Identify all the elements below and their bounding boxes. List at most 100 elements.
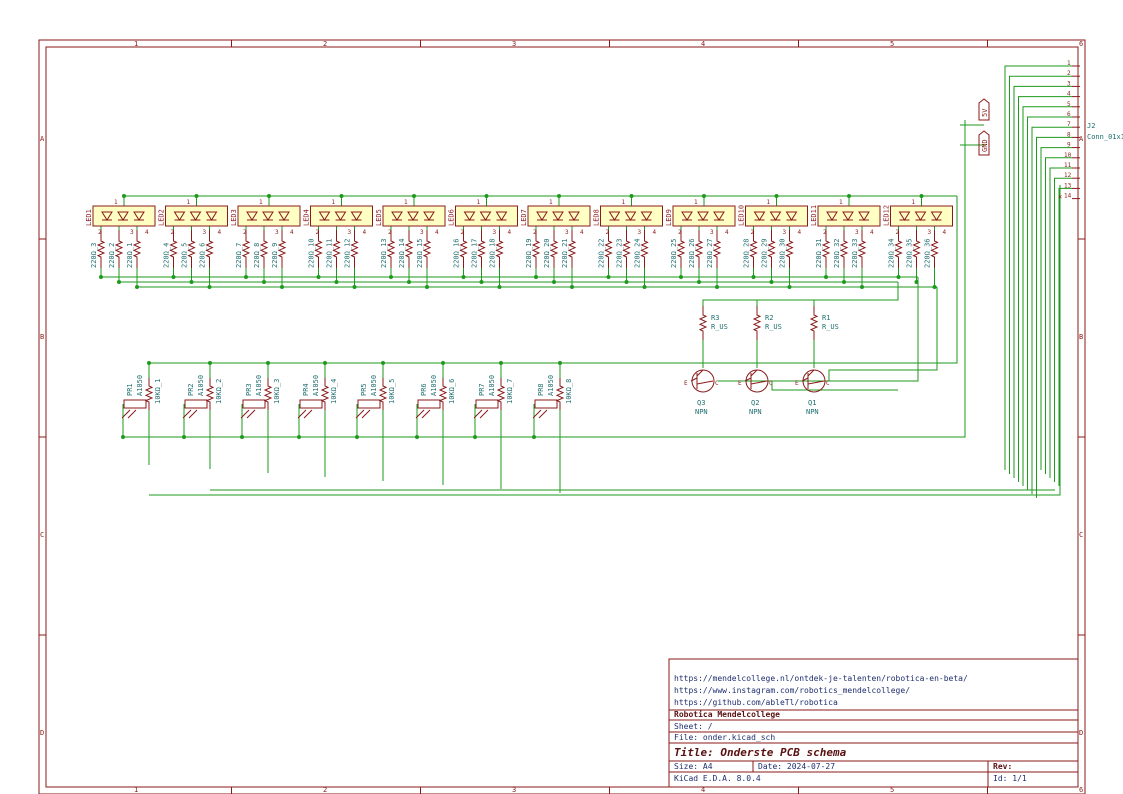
led-resistor[interactable]: 220Ω_35 [906, 230, 921, 268]
led-resistor[interactable]: 220Ω_2 [108, 230, 124, 268]
led-resistor[interactable]: 220Ω_4 [163, 230, 178, 268]
column-marker: 6 [1079, 786, 1083, 794]
led-resistor[interactable]: 220Ω_31 [815, 230, 831, 268]
led-resistor[interactable]: 220Ω_13 [380, 230, 396, 268]
photoresistor-ref: PR6 [420, 383, 428, 396]
led-pin-number: 3 [855, 229, 859, 236]
led-resistor[interactable]: 220Ω_22 [598, 230, 613, 268]
pulldown-resistor[interactable]: 10KΩ_4 [320, 378, 338, 410]
led-resistor[interactable]: 220Ω_30 [779, 230, 794, 268]
led-resistor[interactable]: 220Ω_25 [670, 230, 686, 268]
pulldown-resistor[interactable]: 10KΩ_5 [378, 378, 396, 410]
tb-link-2[interactable]: https://www.instagram.com/robotics_mende… [674, 686, 910, 695]
led-resistor[interactable]: 220Ω_29 [761, 230, 776, 268]
led-resistor[interactable]: 220Ω_14 [398, 230, 414, 268]
resistor-value: 220Ω_24 [634, 238, 642, 268]
led-resistor[interactable]: 220Ω_32 [833, 230, 849, 268]
pin-c: C [715, 380, 719, 387]
led-resistor[interactable]: 220Ω_3 [90, 230, 106, 268]
led-pin-number: 1 [549, 199, 553, 206]
led-resistor[interactable]: 220Ω_6 [199, 230, 214, 268]
led-resistor[interactable]: 220Ω_17 [471, 230, 486, 268]
row-marker: C [40, 531, 44, 539]
led-resistor[interactable]: 220Ω_11 [326, 230, 341, 268]
base-resistor[interactable]: R1R_US [809, 306, 839, 340]
led-resistor[interactable]: 220Ω_10 [308, 230, 323, 268]
led-resistor[interactable]: 220Ω_18 [489, 230, 504, 268]
led-resistor[interactable]: 220Ω_27 [706, 230, 722, 268]
led-resistor[interactable]: 220Ω_33 [851, 230, 867, 268]
led-pin-number: 4 [508, 229, 512, 236]
base-resistor[interactable]: R2R_US [752, 306, 782, 340]
led-resistor[interactable]: 220Ω_15 [416, 230, 432, 268]
led-resistor[interactable]: 220Ω_12 [344, 230, 359, 268]
led-resistor[interactable]: 220Ω_23 [616, 230, 631, 268]
led-resistor[interactable]: 220Ω_19 [525, 230, 541, 268]
led-label: LED11 [810, 205, 818, 226]
diode-icon [608, 211, 621, 221]
led-body [237, 205, 301, 227]
diode-icon [423, 211, 435, 221]
pulldown-resistor[interactable]: 10KΩ_2 [205, 378, 223, 410]
led-resistor[interactable]: 220Ω_24 [634, 230, 649, 268]
led-resistor[interactable]: 220Ω_34 [888, 230, 903, 268]
led-resistor[interactable]: 220Ω_21 [561, 230, 577, 268]
led-resistor[interactable]: 220Ω_1 [126, 230, 142, 268]
diode-icon [769, 211, 782, 221]
led-resistor[interactable]: 220Ω_8 [253, 230, 269, 268]
row-marker: B [1079, 333, 1083, 341]
transistor-value: NPN [749, 408, 762, 416]
led-resistor[interactable]: 220Ω_9 [271, 230, 287, 268]
led-resistor[interactable]: 220Ω_20 [543, 230, 559, 268]
led-pin-number: 2 [751, 229, 755, 236]
pulldown-resistor[interactable]: 10KΩ_1 [144, 378, 162, 410]
pulldown-resistor[interactable]: 10KΩ_3 [263, 378, 281, 410]
led-pin-number: 4 [435, 229, 439, 236]
connector-pin-number: 1 [1067, 60, 1071, 67]
resistor-value: 220Ω_35 [906, 238, 914, 268]
tb-link-1[interactable]: https://mendelcollege.nl/ontdek-je-talen… [674, 674, 968, 683]
led-body [382, 205, 446, 227]
resistor-value: 220Ω_22 [598, 238, 606, 268]
led-resistor[interactable]: 220Ω_5 [181, 230, 196, 268]
led-resistor[interactable]: 220Ω_26 [688, 230, 704, 268]
pulldown-resistor[interactable]: 10KΩ_6 [438, 378, 456, 410]
led-resistor[interactable]: 220Ω_16 [453, 230, 468, 268]
led-resistor[interactable]: 220Ω_28 [743, 230, 758, 268]
pulldown-resistor[interactable]: 10KΩ_8 [555, 378, 573, 410]
column-marker: 2 [323, 40, 327, 48]
photoresistor-value: A1050 [547, 375, 555, 396]
base-resistor[interactable]: R3R_US [698, 306, 728, 340]
led-resistor[interactable]: 220Ω_36 [924, 230, 939, 268]
transistor-ref: Q2 [751, 399, 759, 407]
led-resistor[interactable]: 220Ω_7 [235, 230, 251, 268]
led-pin-number: 2 [896, 229, 900, 236]
resistor-value: 220Ω_29 [761, 238, 769, 268]
tb-link-3[interactable]: https://github.com/ableTl/robotica [674, 698, 838, 707]
pulldown-resistor[interactable]: 10KΩ_7 [496, 378, 514, 410]
